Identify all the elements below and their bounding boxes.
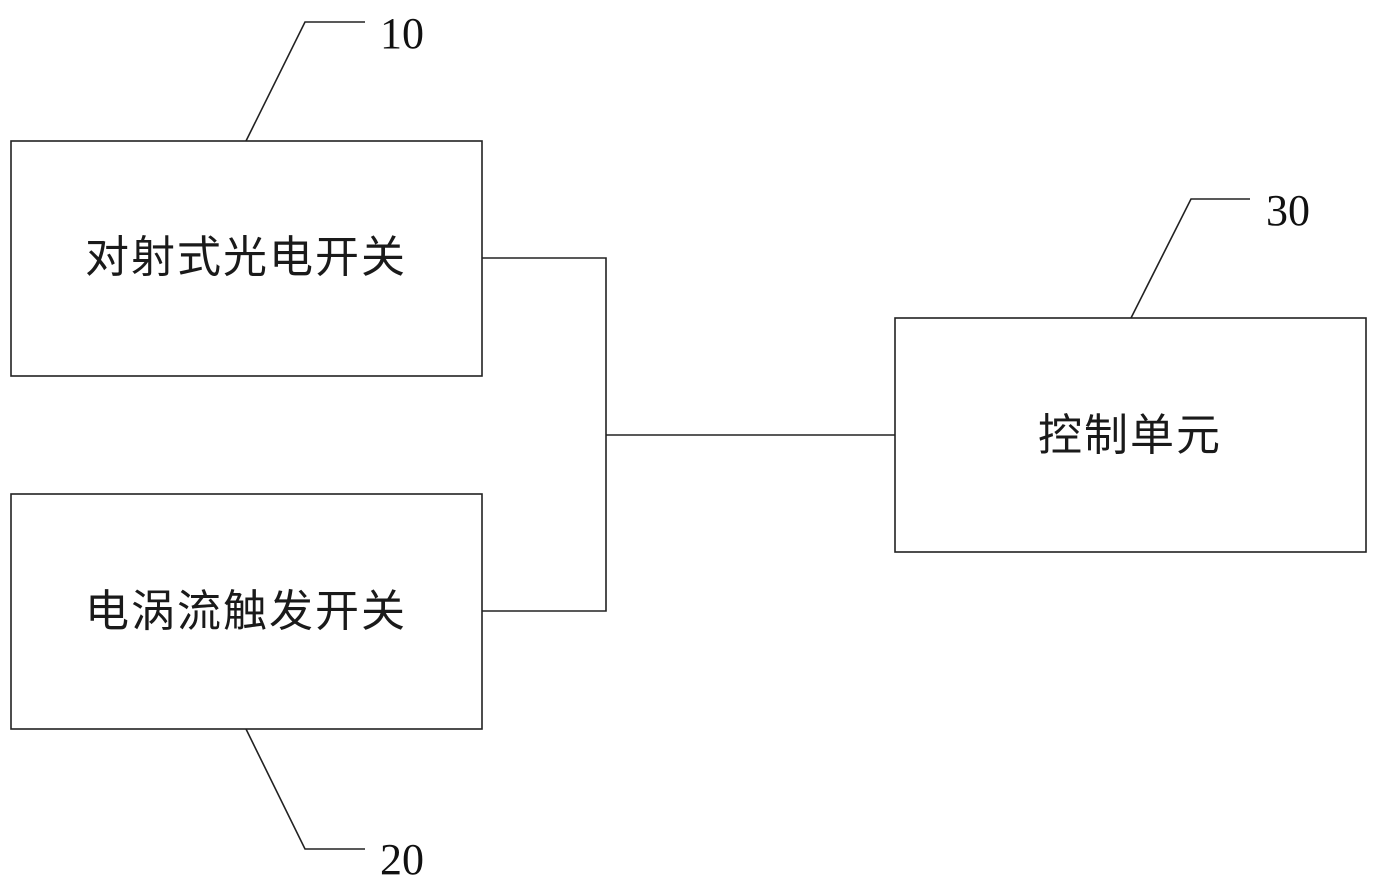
- control-unit-label: 控制单元: [1038, 410, 1222, 461]
- block-eddy-current-switch: 电涡流触发开关: [11, 494, 482, 729]
- ref-30-leader-line: [1131, 199, 1250, 318]
- ref-10-label: 10: [380, 9, 424, 58]
- ref-30-label: 30: [1266, 186, 1310, 235]
- photoelectric-switch-label: 对射式光电开关: [85, 232, 407, 283]
- ref-20-label: 20: [380, 835, 424, 884]
- eddy-current-switch-label: 电涡流触发开关: [85, 586, 407, 637]
- ref-20-leader-line: [246, 729, 365, 849]
- block-photoelectric-switch: 对射式光电开关: [11, 141, 482, 376]
- bus-wire: [482, 258, 606, 611]
- block-control-unit: 控制单元: [895, 318, 1366, 552]
- ref-10-leader-line: [246, 22, 365, 141]
